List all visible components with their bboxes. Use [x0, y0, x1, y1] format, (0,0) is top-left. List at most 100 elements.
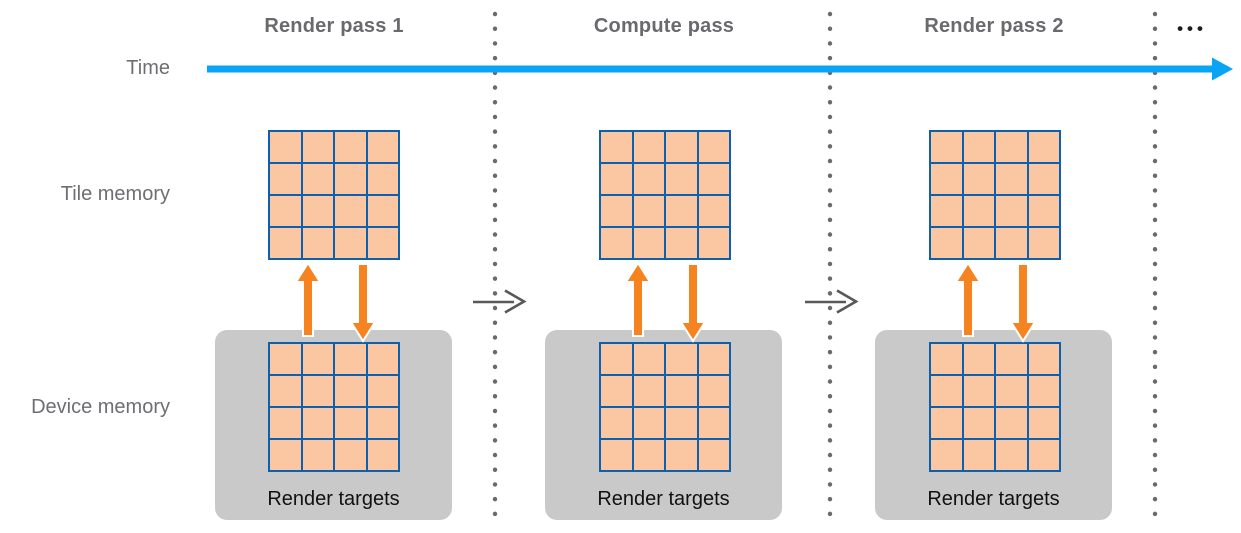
column-header-compute-pass: Compute pass	[593, 15, 735, 37]
memory-cell	[302, 344, 333, 374]
memory-cell	[931, 376, 962, 406]
render-targets-grid	[268, 342, 400, 472]
memory-cell	[996, 132, 1027, 162]
memory-cell	[367, 196, 398, 226]
memory-cell	[1028, 408, 1059, 438]
memory-cell	[698, 344, 729, 374]
column-header-render-pass-1: Render pass 1	[264, 15, 404, 37]
memory-cell	[1028, 440, 1059, 470]
memory-cell	[270, 376, 301, 406]
tile-memory-grid	[599, 130, 731, 260]
memory-cell	[666, 344, 697, 374]
memory-cell	[270, 164, 301, 194]
memory-cell	[931, 132, 962, 162]
memory-cell	[996, 440, 1027, 470]
memory-cell	[996, 164, 1027, 194]
memory-cell	[633, 440, 664, 470]
memory-cell	[633, 344, 664, 374]
memory-cell	[270, 440, 301, 470]
memory-cell	[1028, 376, 1059, 406]
memory-cell	[666, 408, 697, 438]
memory-cell	[367, 164, 398, 194]
memory-cell	[633, 228, 664, 258]
next-pass-arrow-icon	[473, 289, 527, 314]
memory-cell	[302, 228, 333, 258]
memory-cell	[666, 196, 697, 226]
memory-cell	[367, 440, 398, 470]
up-arrow-icon	[624, 261, 652, 337]
memory-cell	[633, 132, 664, 162]
tile-memory-label: Tile memory	[60, 183, 170, 205]
memory-cell	[931, 440, 962, 470]
memory-cell	[666, 228, 697, 258]
column-header-render-pass-2: Render pass 2	[924, 15, 1064, 37]
memory-cell	[367, 376, 398, 406]
tile-memory-grid	[929, 130, 1061, 260]
render-targets-grid	[599, 342, 731, 472]
memory-cell	[963, 344, 994, 374]
memory-cell	[931, 344, 962, 374]
memory-cell	[996, 228, 1027, 258]
memory-cell	[996, 344, 1027, 374]
memory-cell	[270, 228, 301, 258]
memory-cell	[698, 228, 729, 258]
memory-cell	[963, 132, 994, 162]
memory-cell	[963, 196, 994, 226]
memory-cell	[367, 132, 398, 162]
memory-cell	[335, 196, 366, 226]
memory-cell	[270, 344, 301, 374]
memory-cell	[270, 196, 301, 226]
memory-cell	[996, 408, 1027, 438]
memory-cell	[666, 440, 697, 470]
render-targets-grid	[929, 342, 1061, 472]
memory-cell	[601, 344, 632, 374]
memory-cell	[996, 196, 1027, 226]
memory-cell	[698, 132, 729, 162]
memory-cell	[666, 132, 697, 162]
tile-memory-grid	[268, 130, 400, 260]
memory-cell	[335, 408, 366, 438]
memory-cell	[633, 164, 664, 194]
memory-cell	[963, 408, 994, 438]
memory-cell	[367, 408, 398, 438]
memory-cell	[931, 196, 962, 226]
next-pass-arrow-icon	[805, 289, 859, 314]
memory-cell	[698, 376, 729, 406]
memory-cell	[601, 440, 632, 470]
memory-cell	[963, 228, 994, 258]
memory-cell	[367, 228, 398, 258]
memory-cell	[698, 440, 729, 470]
memory-cell	[633, 376, 664, 406]
memory-cell	[666, 376, 697, 406]
render-targets-label: Render targets	[597, 488, 730, 510]
memory-cell	[931, 408, 962, 438]
memory-cell	[1028, 164, 1059, 194]
memory-cell	[601, 164, 632, 194]
memory-cell	[601, 196, 632, 226]
memory-cell	[1028, 228, 1059, 258]
memory-cell	[302, 408, 333, 438]
memory-cell	[335, 376, 366, 406]
memory-cell	[367, 344, 398, 374]
memory-cell	[335, 132, 366, 162]
render-targets-label: Render targets	[267, 488, 400, 510]
memory-cell	[666, 164, 697, 194]
memory-cell	[1028, 344, 1059, 374]
memory-cell	[963, 376, 994, 406]
memory-cell	[335, 440, 366, 470]
timeline-arrow-icon	[207, 57, 1233, 81]
memory-cell	[963, 164, 994, 194]
memory-cell	[335, 164, 366, 194]
memory-cell	[601, 376, 632, 406]
memory-cell	[1028, 196, 1059, 226]
memory-cell	[601, 132, 632, 162]
memory-cell	[601, 408, 632, 438]
up-arrow-icon	[954, 261, 982, 337]
memory-cell	[302, 440, 333, 470]
memory-cell	[335, 344, 366, 374]
memory-cell	[1028, 132, 1059, 162]
memory-cell	[996, 376, 1027, 406]
memory-cell	[633, 196, 664, 226]
memory-cell	[270, 408, 301, 438]
